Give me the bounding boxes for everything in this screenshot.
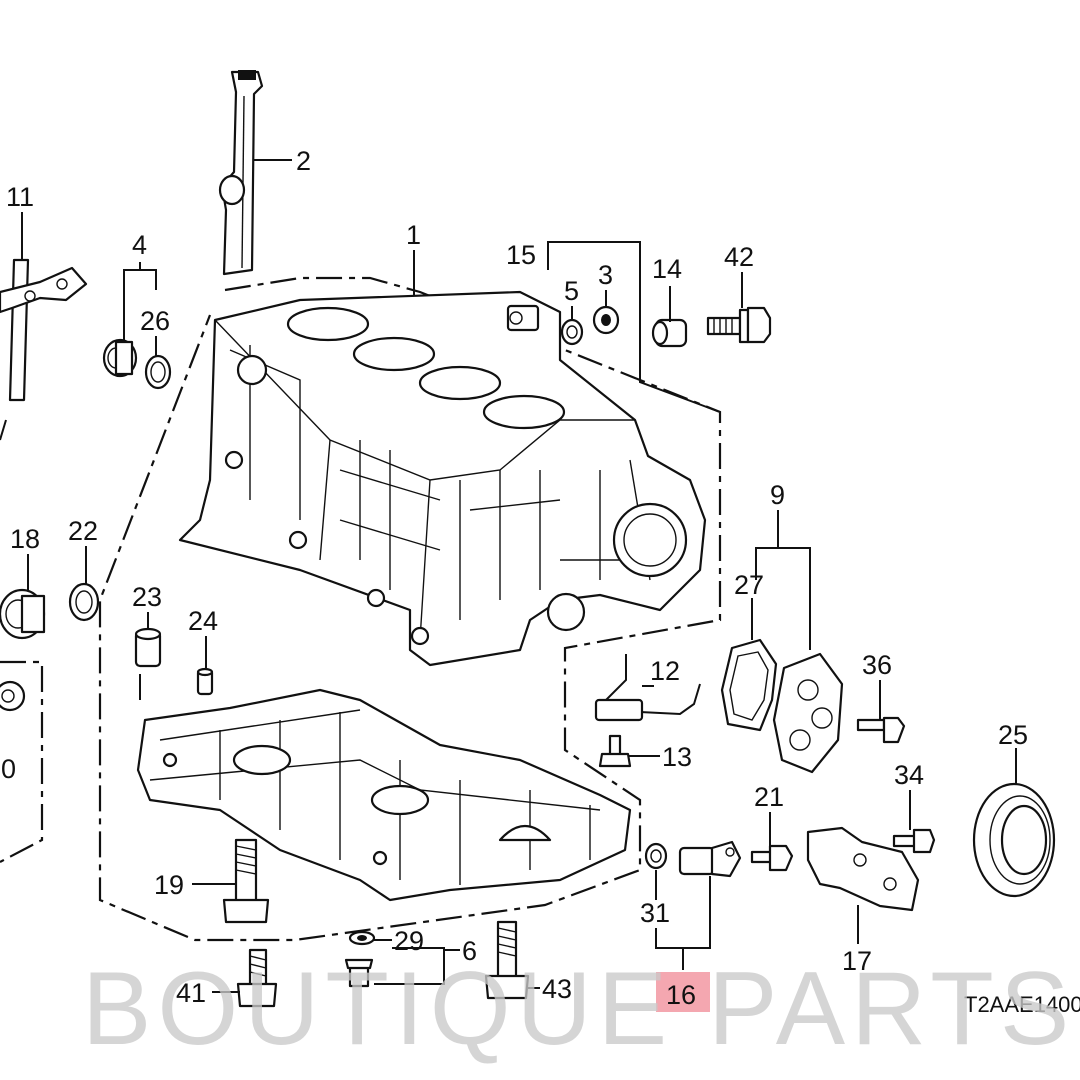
sensor-15-part xyxy=(506,304,540,332)
callout-26: 26 xyxy=(140,306,170,336)
leader-lines xyxy=(0,159,1017,993)
oil-seal-25-part xyxy=(972,782,1056,898)
callout-16: 16 xyxy=(666,980,696,1010)
callout-36: 36 xyxy=(862,650,892,680)
plug-6-part xyxy=(344,958,374,988)
dowel-24-part xyxy=(196,667,214,696)
callout-13: 13 xyxy=(662,742,692,772)
cylinder-block-part xyxy=(178,290,707,667)
callout-9: 9 xyxy=(770,480,785,510)
oil-jet-12-part xyxy=(594,654,701,722)
callout-22: 22 xyxy=(68,516,98,546)
callout-3: 3 xyxy=(598,260,613,290)
dipstick-tube-part xyxy=(0,258,88,402)
washer-22-part xyxy=(68,582,100,622)
callout-14: 14 xyxy=(652,254,682,284)
bolt-21-part xyxy=(750,844,794,872)
callout-19: 19 xyxy=(154,870,184,900)
plug-20-part xyxy=(0,680,26,712)
bolt-13-part xyxy=(598,734,632,768)
callout-25: 25 xyxy=(998,720,1028,750)
callout-11: 11 xyxy=(6,182,34,212)
plug-3-part xyxy=(592,305,620,335)
callout-29: 29 xyxy=(394,926,424,956)
callout-15: 15 xyxy=(506,240,536,270)
plug-4-part xyxy=(102,338,138,378)
callout-34: 34 xyxy=(894,760,924,790)
callout-24: 24 xyxy=(188,606,218,636)
callout-12: 12 xyxy=(650,656,680,686)
dowel-23-part xyxy=(134,627,162,668)
callout-18: 18 xyxy=(10,524,40,554)
callout-23: 23 xyxy=(132,582,162,612)
bolt-19-part xyxy=(222,838,270,924)
dipstick-part xyxy=(218,70,264,276)
callout-21: 21 xyxy=(754,782,784,812)
callout-31: 31 xyxy=(640,898,670,928)
callout-27: 27 xyxy=(734,570,764,600)
callout-1: 1 xyxy=(406,220,421,250)
watermark-text: BOUTIQUE PARTS xyxy=(82,951,1075,1067)
highlight-box-16 xyxy=(656,972,710,1012)
o-ring-31-part xyxy=(644,842,668,870)
bolt-42-part xyxy=(706,306,772,344)
callout-5: 5 xyxy=(564,276,579,306)
washer-29-part xyxy=(348,930,376,946)
crankcase-part xyxy=(136,688,632,902)
callout-17: 17 xyxy=(842,946,872,976)
sensor-16-part xyxy=(678,840,742,878)
bolt-43-part xyxy=(484,920,530,1000)
gasket-27-part xyxy=(720,638,778,732)
bolt-36-part xyxy=(856,716,906,744)
callout-43: 43 xyxy=(542,974,572,1004)
callout-4: 4 xyxy=(132,230,147,260)
plug-18-part xyxy=(0,588,46,640)
callout-6: 6 xyxy=(462,936,477,966)
callouts: 2 11 4 26 1 15 5 3 14 42 9 18 22 23 24 2… xyxy=(0,146,1028,1010)
washer-5-part xyxy=(560,318,584,346)
callout-2: 2 xyxy=(296,146,311,176)
callout-41: 41 xyxy=(176,978,206,1008)
plug-14-part xyxy=(651,318,688,348)
bolt-41-part xyxy=(236,948,278,1008)
bracket-17-part xyxy=(806,826,920,912)
callout-42: 42 xyxy=(724,242,754,272)
diagram-code: T2AAE1400 xyxy=(964,992,1080,1017)
o-ring-26-part xyxy=(144,354,172,390)
cover-9-part xyxy=(772,652,844,774)
bolt-34-part xyxy=(892,828,936,854)
callout-20: 20 xyxy=(0,754,16,784)
